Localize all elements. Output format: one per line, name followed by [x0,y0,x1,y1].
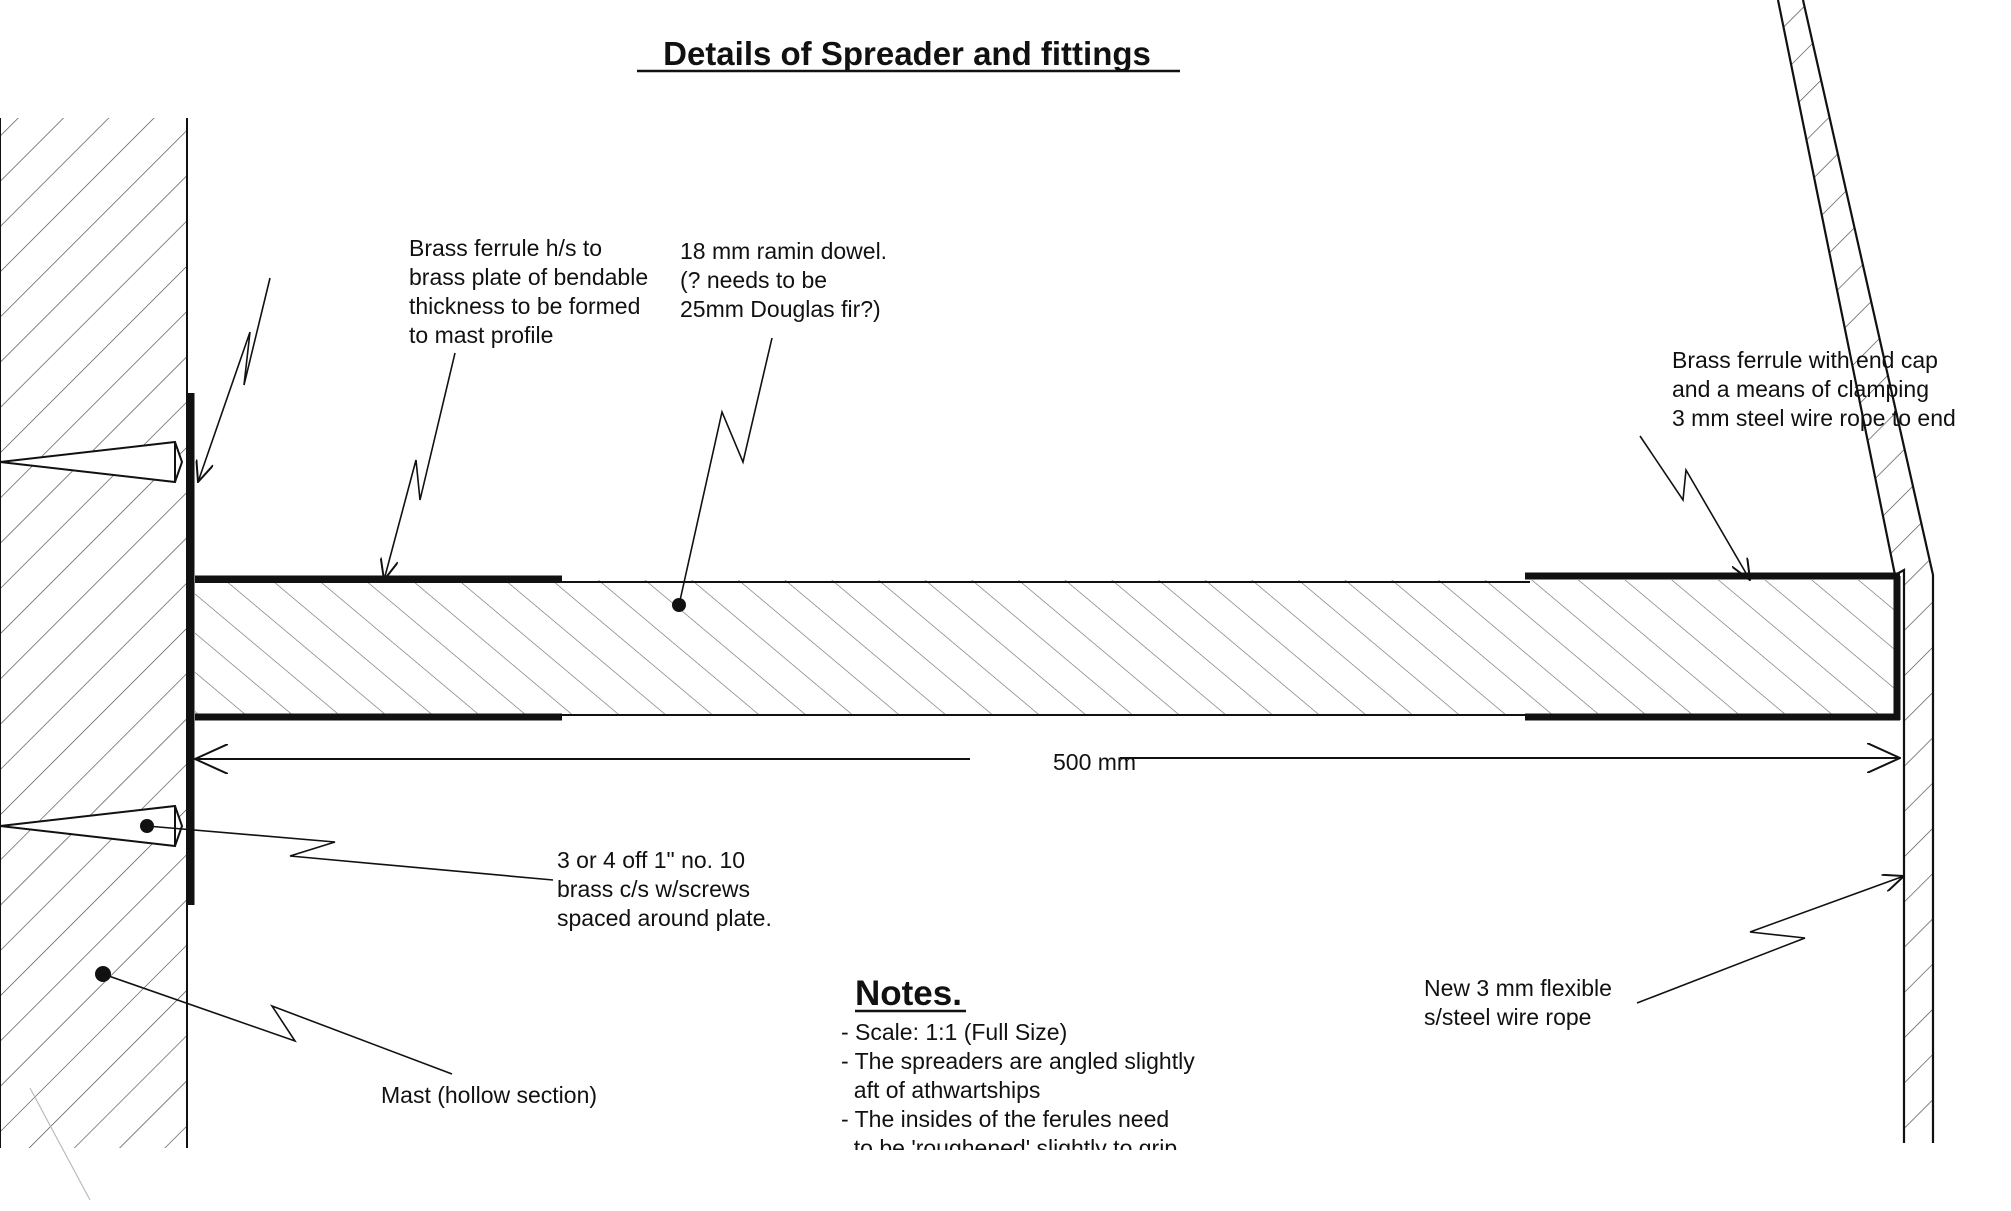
label-mast: Mast (hollow section) [381,1082,597,1108]
screw-upper [0,440,184,484]
plate-ferrule [195,575,562,721]
leader-dowel-dot [672,598,686,612]
leader-plate [198,277,271,482]
leader-wire [1636,876,1904,1004]
dimension-500: 500 mm [195,749,1900,775]
leader-end-ferrule [1639,435,1750,580]
leader-mast [102,973,453,1075]
mast-section [0,118,188,1148]
scan-mark [29,1087,91,1201]
label-wire: New 3 mm flexible s/steel wire rope [1424,975,1618,1030]
leader-mast-dot [95,966,111,982]
label-plate-ferrule: Brass ferrule h/s to brass plate of bend… [409,235,655,348]
notes-block: Notes. - Scale: 1:1 (Full Size) - The sp… [841,974,1239,1161]
notes-heading: Notes. [855,974,962,1013]
dimension-label: 500 mm [1053,749,1136,775]
label-dowel: 18 mm ramin dowel. (? needs to be 25mm D… [680,238,893,322]
label-end-ferrule: Brass ferrule with end cap and a means o… [1672,347,1956,431]
leader-dowel [678,337,773,606]
leader-screws-dot [140,819,154,833]
screw-lower [0,804,184,848]
notes-list: - Scale: 1:1 (Full Size) - The spreaders… [841,1019,1239,1161]
label-screws: 3 or 4 off 1" no. 10 brass c/s w/screws … [557,847,772,931]
dowel [195,580,1895,716]
end-ferrule [1525,572,1901,721]
leader-ferrule [384,352,456,580]
page-title: Details of Spreader and fittings [663,35,1151,72]
bottom-margin [0,1150,2011,1206]
leader-screws [146,825,554,881]
